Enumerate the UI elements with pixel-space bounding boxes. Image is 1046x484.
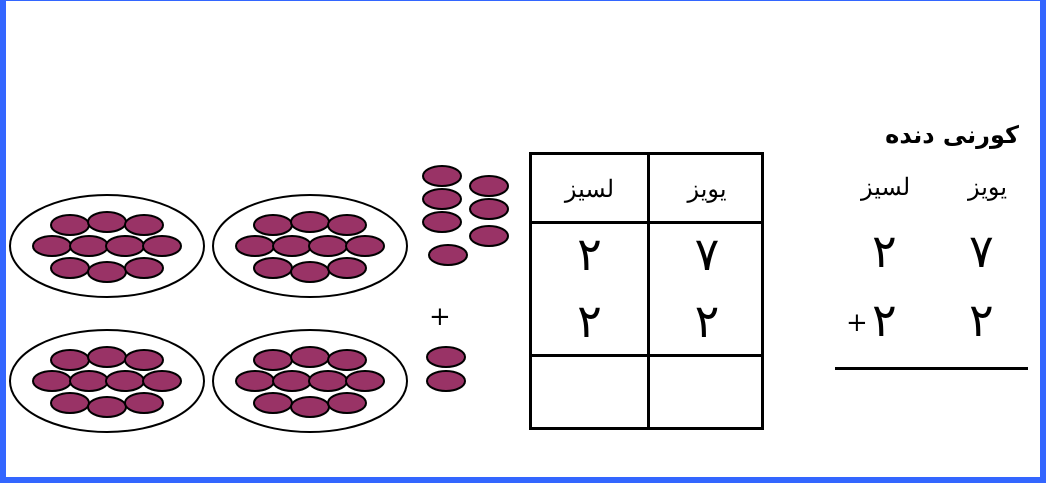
one-counter (469, 198, 509, 220)
counter (124, 349, 164, 371)
counter (142, 235, 182, 257)
counter (345, 235, 385, 257)
counter (105, 235, 145, 257)
counter (272, 370, 312, 392)
counter (50, 349, 90, 371)
answer-row-divider (532, 354, 761, 357)
counter (308, 235, 348, 257)
counter (87, 396, 127, 418)
counter (327, 392, 367, 414)
addend2-ones: ۲ (969, 293, 994, 347)
counter (253, 349, 293, 371)
counter (290, 211, 330, 233)
counter (327, 349, 367, 371)
counter (105, 370, 145, 392)
counter (290, 396, 330, 418)
counter (87, 211, 127, 233)
addend1-tens: ۲ (872, 224, 897, 278)
counter (327, 214, 367, 236)
table-row2-ones: ۲ (694, 294, 720, 348)
counter (327, 257, 367, 279)
table-row1-ones: ۷ (694, 227, 720, 281)
counter (235, 235, 275, 257)
one-counter (469, 175, 509, 197)
table-header-ones: یویز (687, 175, 727, 203)
one-counter (422, 165, 462, 187)
column-divider (647, 155, 650, 427)
counter (124, 392, 164, 414)
counter (124, 257, 164, 279)
counter (253, 257, 293, 279)
counter (235, 370, 275, 392)
counter (69, 370, 109, 392)
model-plus-sign: + (429, 302, 451, 332)
counter (50, 392, 90, 414)
addend2-tens: ۲ (872, 293, 897, 347)
counter (87, 346, 127, 368)
counter (142, 370, 182, 392)
counter-model (9, 165, 509, 433)
counter (308, 370, 348, 392)
place-value-table: یویز لسیز ۷ ۲ ۲ ۲ (529, 152, 764, 430)
counter (124, 214, 164, 236)
ones-label: یویز (968, 173, 1007, 201)
table-header-tens: لسیز (564, 175, 615, 203)
addend1-ones: ۷ (969, 224, 994, 278)
table-row2-tens: ۲ (577, 294, 602, 348)
lesson-title: کورنی دنده (885, 121, 1019, 149)
table-row1-tens: ۲ (577, 227, 602, 281)
counter (290, 261, 330, 283)
one-counter (426, 346, 466, 368)
counter (253, 214, 293, 236)
counter (253, 392, 293, 414)
counter (50, 214, 90, 236)
one-counter (422, 188, 462, 210)
counter (50, 257, 90, 279)
counter (87, 261, 127, 283)
one-counter (426, 370, 466, 392)
counter (290, 346, 330, 368)
one-counter (422, 211, 462, 233)
counter (69, 235, 109, 257)
answer-line (835, 367, 1028, 370)
counter (272, 235, 312, 257)
counter (32, 370, 72, 392)
one-counter (428, 244, 468, 266)
tens-label: لسیز (861, 173, 911, 201)
header-divider (532, 221, 761, 224)
counter (345, 370, 385, 392)
one-counter (469, 225, 509, 247)
plus-sign: + (846, 308, 868, 338)
counter (32, 235, 72, 257)
